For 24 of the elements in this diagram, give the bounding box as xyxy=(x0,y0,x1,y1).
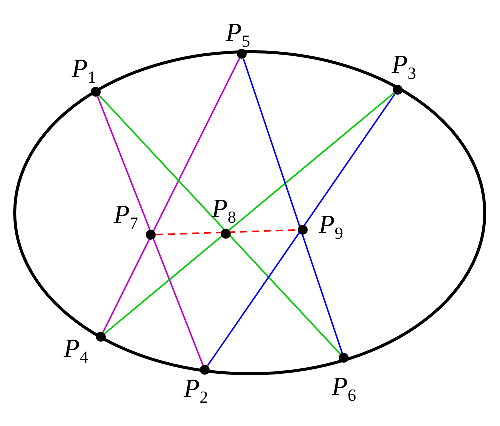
line-segment xyxy=(98,95,342,355)
point-label: P$_{1}$ xyxy=(72,56,96,86)
point-label: P$_{3}$ xyxy=(392,52,416,82)
point-dot xyxy=(221,229,231,239)
line-segment xyxy=(207,94,396,366)
point-dot xyxy=(146,230,156,240)
point-label: P$_{2}$ xyxy=(184,376,208,406)
point-label: P$_{7}$ xyxy=(114,202,138,232)
point-label: P$_{9}$ xyxy=(319,212,344,242)
point-label: P$_{6}$ xyxy=(332,374,356,404)
point-dot xyxy=(200,365,210,375)
point-dot xyxy=(339,353,349,363)
point-dot xyxy=(298,225,308,235)
point-dot xyxy=(237,49,247,59)
line-segment xyxy=(102,58,240,333)
line-segment xyxy=(97,96,204,366)
point-label: P$_{5}$ xyxy=(226,20,250,50)
point-label: P$_{8}$ xyxy=(212,196,236,226)
line-segment xyxy=(104,92,395,334)
point-label: P$_{4}$ xyxy=(64,336,88,366)
point-dot xyxy=(96,332,106,342)
line-segment xyxy=(242,58,344,354)
point-dot xyxy=(393,85,403,95)
point-dot xyxy=(91,87,101,97)
